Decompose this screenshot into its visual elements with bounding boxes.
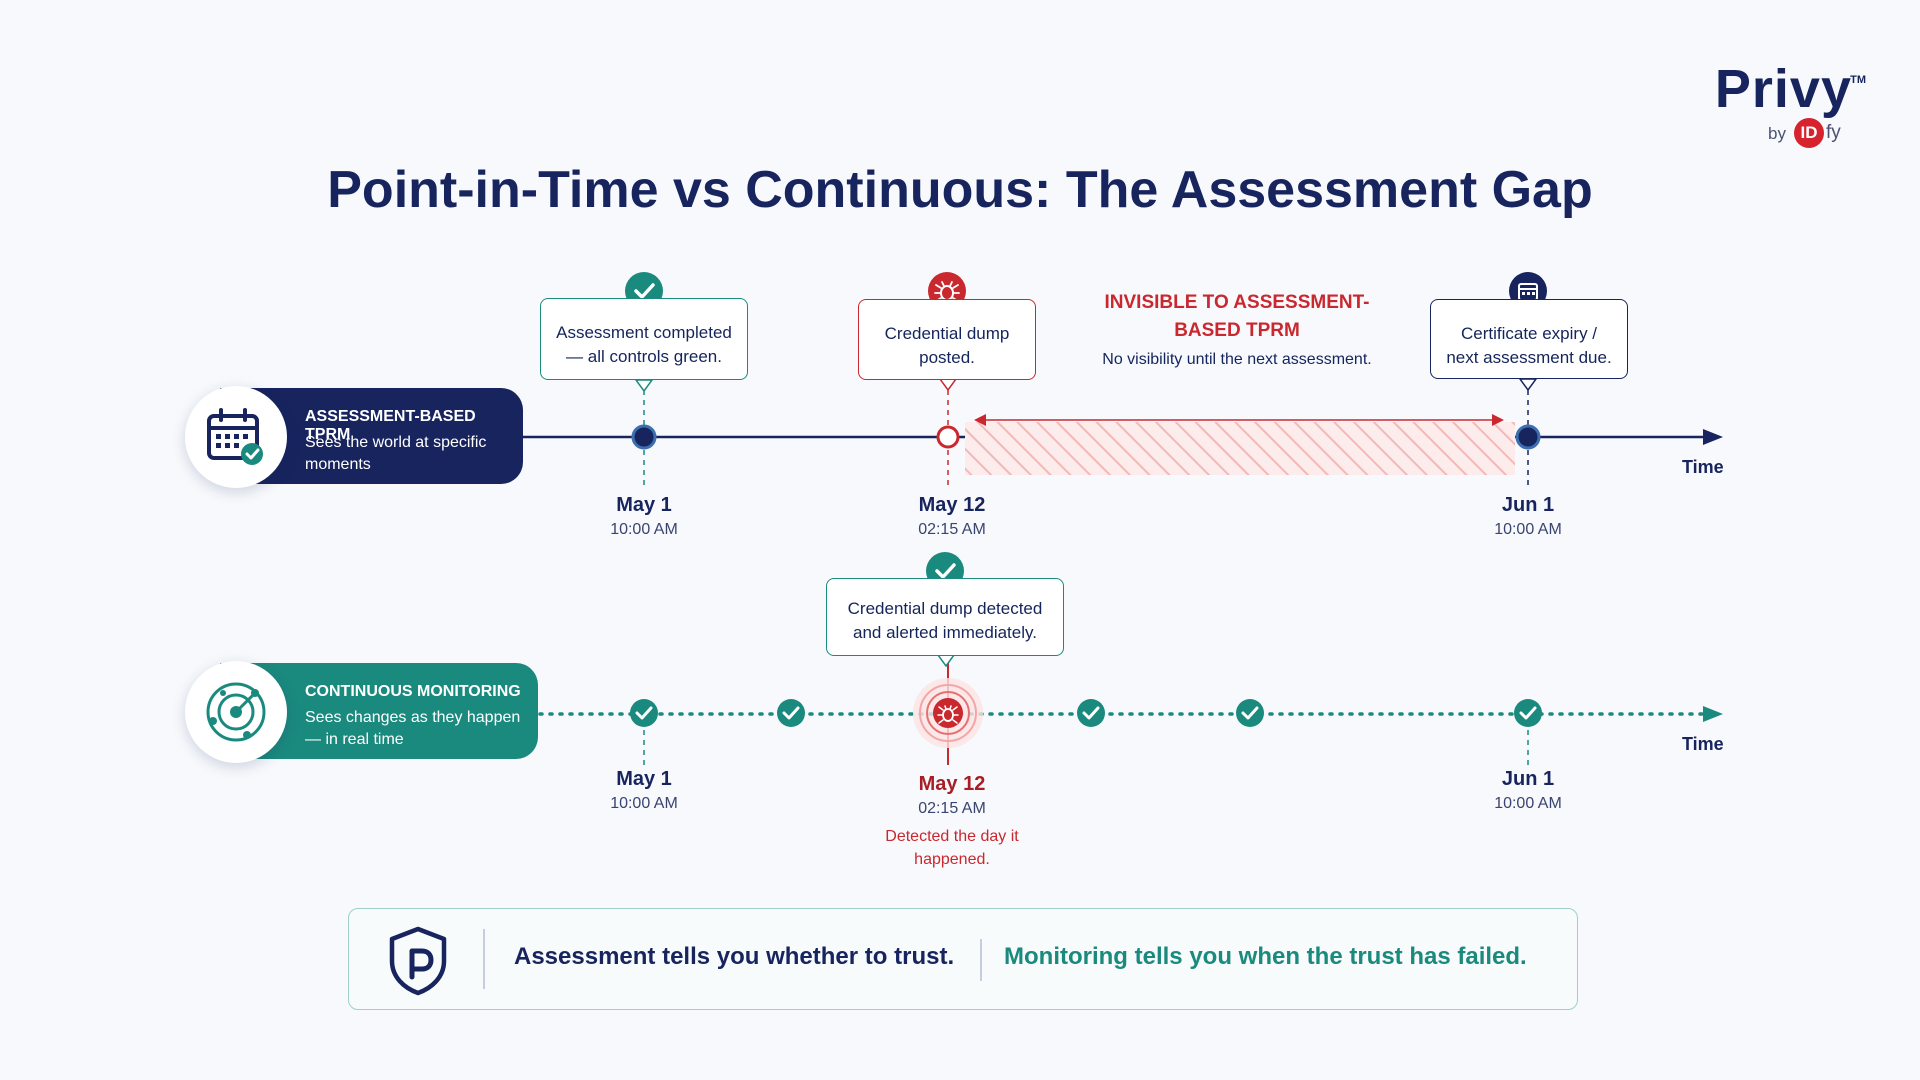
date-text: Jun 1 — [1501, 768, 1555, 790]
detected-note: Detected the day it happened. — [885, 828, 1019, 868]
time-text: 10:00 AM — [610, 795, 678, 812]
banner-divider — [483, 929, 485, 989]
callout-certificate-expiry: Certificate expiry / next assessment due… — [1430, 299, 1628, 379]
assessment-date-may1: May 1 10:00 AM — [574, 494, 714, 539]
callout-credential-dump-detected-text: Credential dump detected and alerted imm… — [847, 599, 1043, 642]
assessment-axis-label: Time — [1682, 457, 1724, 477]
privy-logo: Privy TM by ID fy — [1700, 52, 1870, 152]
time-text: 10:00 AM — [1494, 795, 1562, 812]
date-text: May 12 — [918, 494, 986, 516]
time-text: 10:00 AM — [1494, 521, 1562, 538]
callout-assessment-completed: Assessment completed — all controls gree… — [540, 298, 748, 380]
assessment-label-subtitle: Sees the world at specific moments — [305, 434, 487, 473]
monitor-check-5 — [1514, 699, 1542, 727]
monitor-check-4 — [1236, 699, 1264, 727]
assessment-point-may12 — [936, 425, 960, 449]
time-text: 02:15 AM — [918, 521, 986, 538]
callout-pointer-detected — [936, 654, 956, 668]
assessment-date-jun1: Jun 1 10:00 AM — [1458, 494, 1598, 539]
callout-pointer-dump — [938, 378, 958, 392]
assessment-point-may1 — [631, 424, 657, 450]
banner-assessment-text: Assessment tells you whether to trust. — [514, 943, 955, 970]
banner-divider — [980, 939, 982, 981]
continuous-date-may12: May 12 02:15 AM — [882, 773, 1022, 818]
callout-credential-dump-detected: Credential dump detected and alerted imm… — [826, 578, 1064, 656]
idfy-logo-suffix: fy — [1826, 122, 1841, 143]
date-text: May 1 — [616, 768, 672, 790]
callout-assessment-completed-text: Assessment completed — all controls gree… — [556, 323, 732, 366]
incident-detected-bug-icon — [913, 678, 983, 748]
continuous-label-title: CONTINUOUS MONITORING — [305, 683, 521, 700]
monitor-check-2 — [777, 699, 805, 727]
assessment-axis-arrow — [1703, 429, 1723, 445]
page-title: Point-in-Time vs Continuous: The Assessm… — [327, 161, 1593, 219]
assessment-date-may12: May 12 02:15 AM — [882, 494, 1022, 539]
logo-by: by — [1768, 124, 1786, 143]
date-text: Jun 1 — [1501, 494, 1555, 516]
continuous-axis-arrow — [1703, 706, 1723, 722]
privy-shield-icon — [387, 925, 449, 1002]
invisible-gap-title: INVISIBLE TO ASSESSMENT-BASED TPRM — [1104, 292, 1370, 341]
callout-credential-dump: Credential dump posted. — [858, 299, 1036, 380]
monitor-check-1 — [630, 699, 658, 727]
date-text: May 12 — [918, 773, 986, 795]
continuous-date-may1: May 1 10:00 AM — [574, 768, 714, 813]
callout-certificate-expiry-text: Certificate expiry / next assessment due… — [1446, 324, 1612, 367]
invisible-gap-area — [965, 422, 1515, 475]
assessment-point-jun1 — [1515, 424, 1541, 450]
time-text: 10:00 AM — [610, 521, 678, 538]
continuous-date-jun1: Jun 1 10:00 AM — [1458, 768, 1598, 813]
assessment-label-title: ASSESSMENT-BASED TPRM — [305, 408, 476, 443]
continuous-label-subtitle: Sees changes as they happen — in real ti… — [305, 709, 521, 748]
monitor-check-3 — [1077, 699, 1105, 727]
logo-wordmark: Privy — [1714, 59, 1852, 119]
idfy-logo-badge: ID — [1794, 118, 1824, 148]
invisible-gap-subtitle: No visibility until the next assessment. — [1102, 351, 1372, 368]
date-text: May 1 — [616, 494, 672, 516]
calendar-check-icon — [185, 386, 287, 488]
callout-pointer-expiry — [1518, 378, 1538, 392]
logo-trademark: TM — [1850, 74, 1866, 86]
banner-monitoring-text: Monitoring tells you when the trust has … — [1004, 943, 1527, 970]
continuous-axis-label: Time — [1682, 734, 1724, 754]
invisible-gap-arrow-left — [974, 414, 986, 426]
callout-pointer-completed — [634, 379, 654, 393]
callout-credential-dump-text: Credential dump posted. — [884, 324, 1010, 367]
time-text: 02:15 AM — [918, 800, 986, 817]
radar-icon — [185, 661, 287, 763]
summary-banner: Assessment tells you whether to trust. M… — [348, 908, 1578, 1010]
invisible-gap-arrow-right — [1492, 414, 1504, 426]
